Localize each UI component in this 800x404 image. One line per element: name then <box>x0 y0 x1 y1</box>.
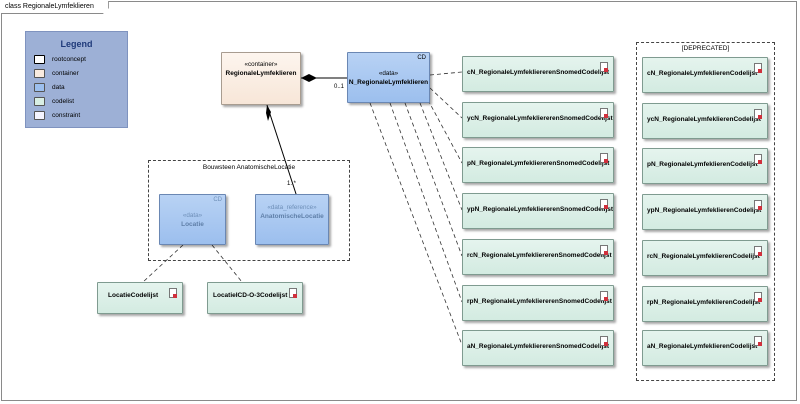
class-name: AnatomischeLocatie <box>260 213 324 220</box>
legend-swatch <box>34 83 45 92</box>
codelist-icon <box>600 153 608 163</box>
legend-swatch <box>34 97 45 106</box>
cd-tag: CD <box>213 197 222 203</box>
bouwsteen-group: Bouwsteen AnatomischeLocatie <box>148 160 350 261</box>
diagram-title: class RegionaleLymfeklieren <box>1 1 109 14</box>
codelist-box[interactable]: pN_RegionaleLymfekliererenSnomedCodelijs… <box>462 147 614 183</box>
class-name: N_RegionaleLymfeklieren <box>348 79 429 86</box>
locatie-class[interactable]: CD «data» Locatie <box>159 194 226 245</box>
legend-swatch <box>34 69 45 78</box>
codelist-box[interactable]: rcN_RegionaleLymfeklierenCodelijst <box>642 240 768 276</box>
codelist-name: ypN_RegionaleLymfeklierenCodelijst <box>647 207 762 214</box>
codelist-box[interactable]: rcN_RegionaleLymfekliererenSnomedCodelij… <box>462 239 614 275</box>
codelist-icon <box>600 108 608 118</box>
deprecated-title: [DEPRECATED] <box>681 45 730 52</box>
codelist-icon <box>600 336 608 346</box>
codelist-name: LocatieCodelijst <box>108 292 159 299</box>
class-stereotype: «container» <box>244 61 278 68</box>
legend-swatch <box>34 111 45 120</box>
codelist-name: pN_RegionaleLymfeklierenCodelijst <box>647 161 758 168</box>
codelist-icon <box>754 154 762 164</box>
codelist-box[interactable]: ypN_RegionaleLymfeklierenCodelijst <box>642 194 768 230</box>
codelist-name: rpN_RegionaleLymfeklierenCodelijst <box>647 299 761 306</box>
multiplicity-source: 0..1 <box>334 84 345 90</box>
legend-title: Legend <box>60 39 93 49</box>
composition-line-2 <box>266 104 299 201</box>
codelist-name: rpN_RegionaleLymfekliererenSnomedCodelij… <box>467 298 612 305</box>
multiplicity-target: 1..* <box>287 181 297 187</box>
codelist-name: LocatieICD-O-3Codelijst <box>213 292 288 299</box>
codelist-icon <box>600 291 608 301</box>
group-title: Bouwsteen AnatomischeLocatie <box>202 164 296 171</box>
codelist-box[interactable]: ycN_RegionaleLymfekliererenSnomedCodelij… <box>462 102 614 138</box>
codelist-icon <box>600 245 608 255</box>
locatie-codelijst[interactable]: LocatieCodelijst <box>97 282 183 314</box>
codelist-box[interactable]: aN_RegionaleLymfekliererenSnomedCodelijs… <box>462 330 614 366</box>
codelist-box[interactable]: aN_RegionaleLymfeklierenCodelijst <box>642 330 768 366</box>
codelist-box[interactable]: rpN_RegionaleLymfekliererenSnomedCodelij… <box>462 285 614 321</box>
codelist-icon <box>600 62 608 72</box>
codelist-icon <box>289 288 297 298</box>
codelist-box[interactable]: cN_RegionaleLymfekliererenSnomedCodelijs… <box>462 56 614 92</box>
codelist-box[interactable]: ycN_RegionaleLymfeklierenCodelijst <box>642 103 768 139</box>
codelist-name: cN_RegionaleLymfekliererenSnomedCodelijs… <box>467 69 610 76</box>
codelist-name: cN_RegionaleLymfeklierenCodelijst <box>647 70 758 77</box>
codelist-icon <box>754 336 762 346</box>
locatie-icdo3-codelijst[interactable]: LocatieICD-O-3Codelijst <box>207 282 303 314</box>
codelist-icon <box>754 109 762 119</box>
composition-diamond <box>301 74 317 82</box>
codelist-box[interactable]: ypN_RegionaleLymfekliererenSnomedCodelij… <box>462 193 614 229</box>
codelist-icon <box>754 200 762 210</box>
codelist-icon <box>754 246 762 256</box>
codelist-name: rcN_RegionaleLymfekliererenSnomedCodelij… <box>467 252 612 259</box>
class-name: Locatie <box>181 221 204 228</box>
container-class[interactable]: «container» RegionaleLymfeklieren <box>221 52 301 105</box>
dependency-lines <box>142 71 463 346</box>
legend: Legend rootconcept container data codeli… <box>25 31 128 128</box>
composition-diamond-2 <box>266 105 271 121</box>
codelist-name: ycN_RegionaleLymfekliererenSnomedCodelij… <box>467 115 613 122</box>
codelist-icon <box>600 199 608 209</box>
class-stereotype: «data» <box>378 70 399 77</box>
codelist-name: pN_RegionaleLymfekliererenSnomedCodelijs… <box>467 160 610 167</box>
codelist-name: aN_RegionaleLymfekliererenSnomedCodelijs… <box>467 343 610 350</box>
codelist-box[interactable]: pN_RegionaleLymfeklierenCodelijst <box>642 148 768 184</box>
anatomische-locatie-class[interactable]: «data_reference» AnatomischeLocatie <box>255 194 329 245</box>
cd-tag: CD <box>417 55 426 61</box>
codelist-box[interactable]: rpN_RegionaleLymfeklierenCodelijst <box>642 286 768 322</box>
class-stereotype: «data_reference» <box>267 204 317 211</box>
codelist-name: ypN_RegionaleLymfekliererenSnomedCodelij… <box>467 206 614 213</box>
codelist-name: aN_RegionaleLymfeklierenCodelijst <box>647 343 758 350</box>
deprecated-group: [DEPRECATED] <box>636 42 775 381</box>
legend-swatch <box>34 55 45 64</box>
main-data-class[interactable]: CD «data» N_RegionaleLymfeklieren <box>347 52 430 103</box>
codelist-name: ycN_RegionaleLymfeklierenCodelijst <box>647 116 761 123</box>
class-stereotype: «data» <box>182 212 203 219</box>
codelist-icon <box>169 288 177 298</box>
class-name: RegionaleLymfeklieren <box>225 70 297 77</box>
codelist-icon <box>754 63 762 73</box>
codelist-box[interactable]: cN_RegionaleLymfeklierenCodelijst <box>642 57 768 93</box>
codelist-icon <box>754 292 762 302</box>
codelist-name: rcN_RegionaleLymfeklierenCodelijst <box>647 253 760 260</box>
